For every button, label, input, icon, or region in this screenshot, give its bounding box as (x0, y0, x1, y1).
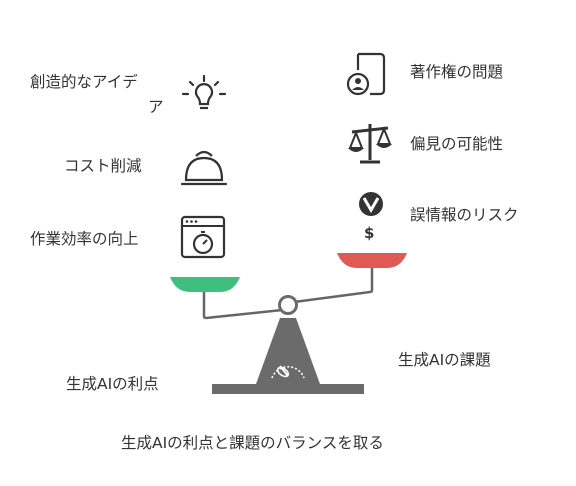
document-person-icon (346, 52, 386, 96)
left-hanger (202, 292, 283, 320)
benefit-pan (170, 277, 240, 292)
balance-scale-icon (348, 124, 392, 164)
gauge-icon (271, 365, 305, 379)
money-bag-dollar-text: $ (364, 224, 375, 242)
benefit-label-creative-ideas-line1: 創造的なアイデ (30, 73, 138, 91)
benefits-title: 生成AIの利点 (66, 375, 159, 393)
cloche-icon (180, 150, 228, 186)
benefit-label-creative-ideas-line2: ア (148, 98, 164, 116)
diagram-caption: 生成AIの利点と課題のバランスを取る (121, 434, 384, 452)
benefit-label-efficiency: 作業効率の向上 (30, 230, 139, 248)
challenge-pan (337, 253, 407, 268)
scale-plate (212, 384, 364, 394)
challenge-label-copyright: 著作権の問題 (410, 63, 504, 81)
scale-base (256, 318, 320, 384)
challenges-title: 生成AIの課題 (398, 351, 491, 369)
money-bag-icon (359, 192, 383, 216)
challenge-label-bias: 偏見の可能性 (410, 135, 504, 153)
right-hanger (293, 268, 374, 304)
benefit-label-cost-reduction: コスト削減 (64, 157, 142, 175)
pivot-circle (278, 295, 298, 315)
browser-stopwatch-icon (180, 215, 226, 259)
lightbulb-icon (181, 74, 227, 110)
challenge-label-misinformation: 誤情報のリスク (410, 206, 519, 224)
